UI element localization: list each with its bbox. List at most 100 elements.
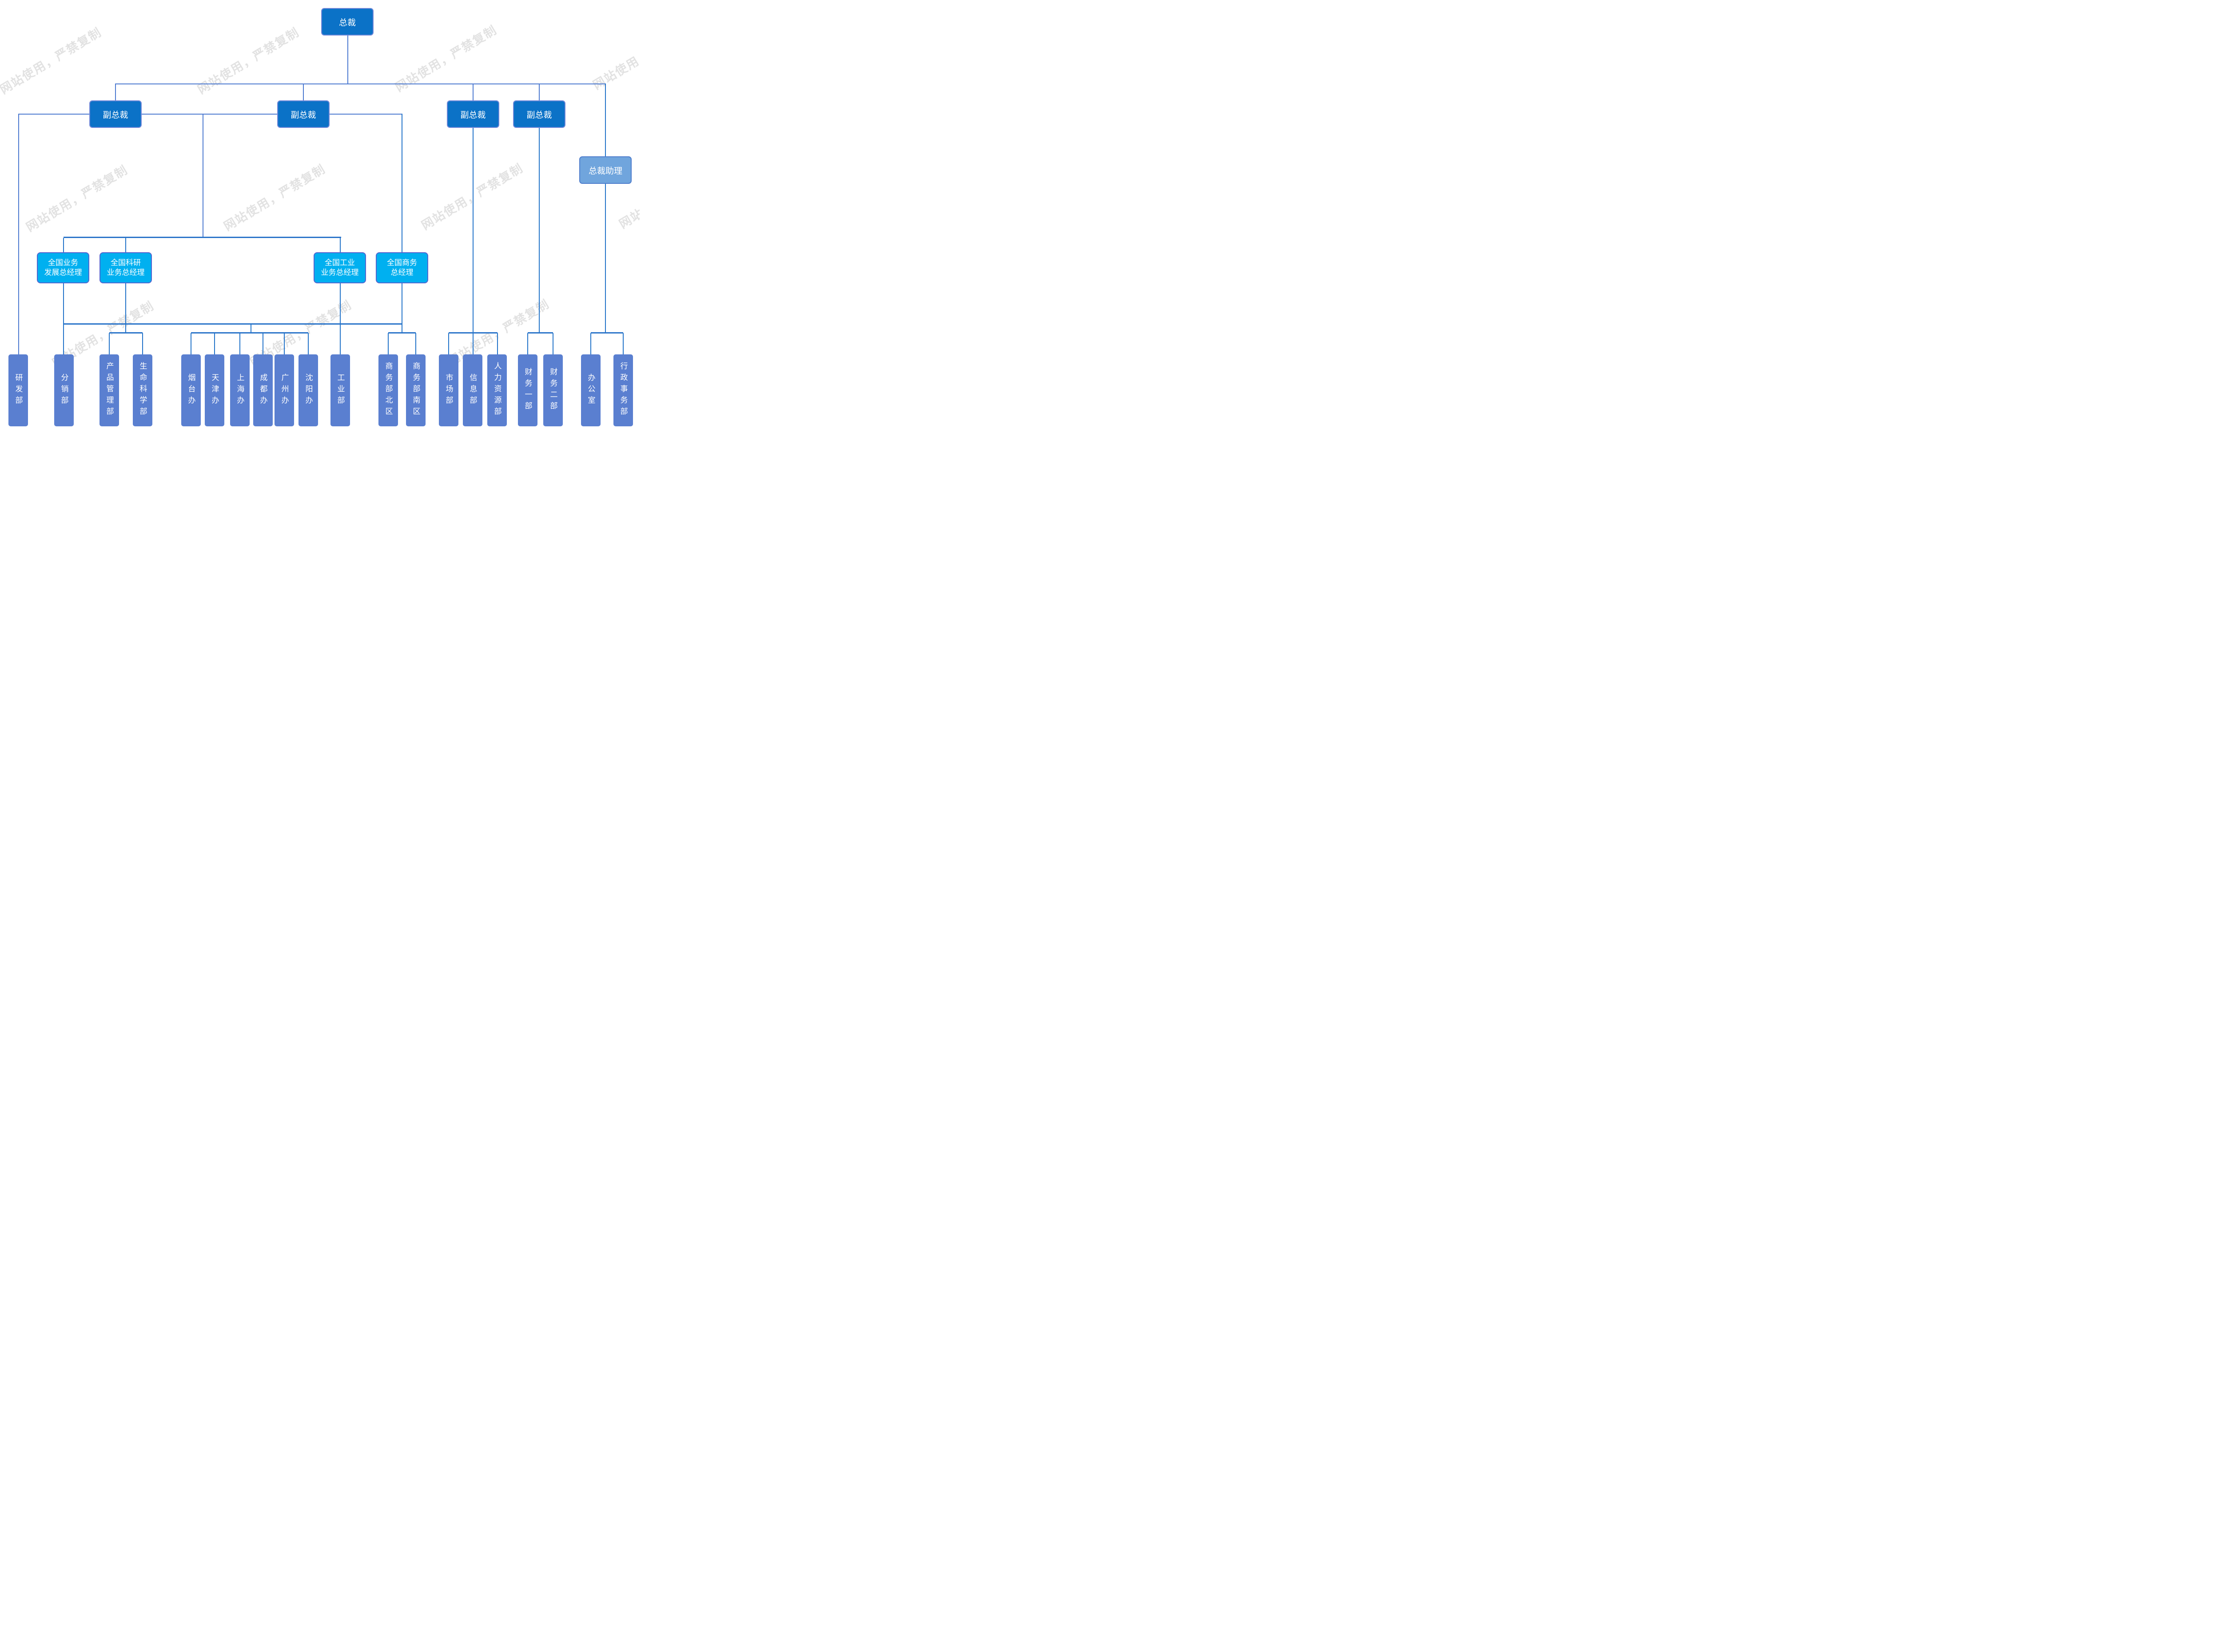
org-node-dept-office: 办公室 [581, 354, 601, 426]
connector-vp1-to-rd-dept [18, 114, 19, 355]
org-node-gm-research: 全国科研 业务总经理 [100, 252, 152, 283]
org-node-dept-industry: 工业部 [330, 354, 350, 426]
watermark-text: 网站使用，严禁复制 [195, 25, 302, 97]
connector-gm-bus [64, 237, 341, 238]
connector-vp-tie-line [19, 114, 402, 115]
dept-label: 沈阳办 [304, 373, 313, 408]
connector-drop-gm3 [340, 238, 341, 253]
connector-assistant-down [605, 184, 606, 333]
connector-gm3-to-industry-dept [340, 283, 341, 355]
connector-drop-finance1 [527, 333, 528, 355]
org-node-label-line2: 总经理 [390, 268, 414, 277]
connector-drop-market [448, 333, 449, 355]
org-node-dept-yantai-office: 烟台办 [181, 354, 201, 426]
connector-drop-shenyang [308, 333, 309, 355]
org-node-label-line1: 全国商务 [387, 258, 417, 267]
org-node-dept-commerce-south: 商务部南区 [406, 354, 426, 426]
connector-vp3-down [473, 128, 474, 355]
dept-label: 行政事务部 [619, 362, 628, 419]
connector-drop-tianjin [214, 333, 215, 355]
watermark-text: 网站使用，严禁复制 [419, 161, 525, 233]
connector-bus-finance-group [528, 332, 553, 334]
connector-drop-product-mgmt [109, 333, 110, 355]
dept-label: 分销部 [60, 373, 68, 408]
watermark-text: 网站使用，严禁复制 [590, 21, 640, 92]
org-node-vp-3: 副总裁 [447, 100, 499, 128]
dept-label: 成都办 [259, 373, 267, 408]
org-node-label: 总裁 [338, 18, 356, 28]
org-node-label: 副总裁 [291, 110, 316, 120]
connector-drop-gm2 [125, 238, 126, 253]
connector-drop-commerce-north [388, 333, 389, 355]
dept-label: 产品管理部 [105, 362, 114, 419]
org-chart-canvas: 网站使用，严禁复制 网站使用，严禁复制 网站使用，严禁复制 网站使用，严禁复制 … [0, 0, 640, 435]
org-node-vp-1: 副总裁 [89, 100, 142, 128]
connector-drop-admin-affairs [623, 333, 624, 355]
dept-label: 财务二部 [549, 368, 557, 413]
org-node-dept-hr: 人力资源部 [487, 354, 507, 426]
dept-label: 人力资源部 [493, 362, 502, 419]
connector-drop-vp2 [303, 83, 304, 101]
org-node-dept-chengdu-office: 成都办 [253, 354, 273, 426]
dept-label: 工业部 [336, 373, 345, 408]
org-node-label: 副总裁 [526, 110, 552, 120]
connector-top-bus [115, 83, 606, 84]
dept-label: 天津办 [210, 373, 219, 408]
connector-bus-vp3-group [449, 332, 498, 334]
org-node-dept-information: 信息部 [463, 354, 482, 426]
org-node-label-line2: 发展总经理 [44, 268, 82, 277]
connector-distribution-bus [64, 323, 402, 325]
connector-drop-vp3 [473, 83, 474, 101]
org-node-label: 副总裁 [103, 110, 128, 120]
dept-label: 商务部北区 [384, 362, 393, 419]
dept-label: 广州办 [280, 373, 289, 408]
dept-label: 信息部 [468, 373, 477, 408]
org-node-label-line2: 业务总经理 [107, 268, 145, 277]
connector-drop-office [590, 333, 591, 355]
org-node-dept-market: 市场部 [439, 354, 458, 426]
org-node-gm-commerce: 全国商务 总经理 [376, 252, 428, 283]
org-node-vp-2: 副总裁 [277, 100, 330, 128]
org-node-dept-shanghai-office: 上海办 [230, 354, 250, 426]
connector-drop-guangzhou [284, 333, 285, 355]
dept-label: 市场部 [444, 373, 453, 408]
connector-bus-admin-group [591, 332, 623, 334]
org-node-dept-finance-1: 财务一部 [518, 354, 537, 426]
connector-drop-gm1 [63, 238, 64, 253]
connector-gm2-down [125, 283, 126, 334]
connector-bus-product-group [109, 332, 143, 334]
dept-label: 研发部 [14, 373, 23, 408]
connector-ceo-feed [347, 36, 348, 84]
connector-drop-vp4 [539, 83, 540, 101]
org-node-dept-life-science: 生命科学部 [133, 354, 152, 426]
connector-bus-commerce-group [388, 332, 416, 334]
connector-drop-commerce-south [415, 333, 416, 355]
org-node-gm-industry: 全国工业 业务总经理 [314, 252, 366, 283]
org-node-dept-admin-affairs: 行政事务部 [613, 354, 633, 426]
connector-bus-offices [191, 332, 308, 334]
org-node-president-assistant: 总裁助理 [579, 156, 632, 184]
connector-drop-vp1 [115, 83, 116, 101]
org-node-label-line1: 全国科研 [111, 258, 141, 267]
dept-label: 生命科学部 [138, 362, 147, 419]
org-node-label: 总裁助理 [588, 166, 622, 176]
org-node-gm-business-dev: 全国业务 发展总经理 [37, 252, 89, 283]
org-node-dept-tianjin-office: 天津办 [205, 354, 224, 426]
watermark-text: 网站使用，严禁复制 [221, 162, 328, 234]
connector-drop-life-science [142, 333, 143, 355]
org-node-label-line1: 全国工业 [325, 258, 355, 267]
org-node-dept-distribution: 分销部 [54, 354, 74, 426]
watermark-text: 网站使用，严禁复制 [24, 163, 130, 234]
org-node-dept-product-mgmt: 产品管理部 [100, 354, 119, 426]
dept-label: 上海办 [235, 373, 244, 408]
connector-drop-assistant [605, 83, 606, 157]
connector-gm1-to-distribution-dept [63, 283, 64, 355]
org-node-ceo: 总裁 [321, 8, 374, 36]
org-node-label-line2: 业务总经理 [321, 268, 359, 277]
org-node-dept-guangzhou-office: 广州办 [275, 354, 294, 426]
dept-label: 商务部南区 [411, 362, 420, 419]
connector-drop-shanghai [239, 333, 240, 355]
connector-drop-hr [497, 333, 498, 355]
dept-label: 烟台办 [187, 373, 195, 408]
org-node-dept-commerce-north: 商务部北区 [378, 354, 398, 426]
